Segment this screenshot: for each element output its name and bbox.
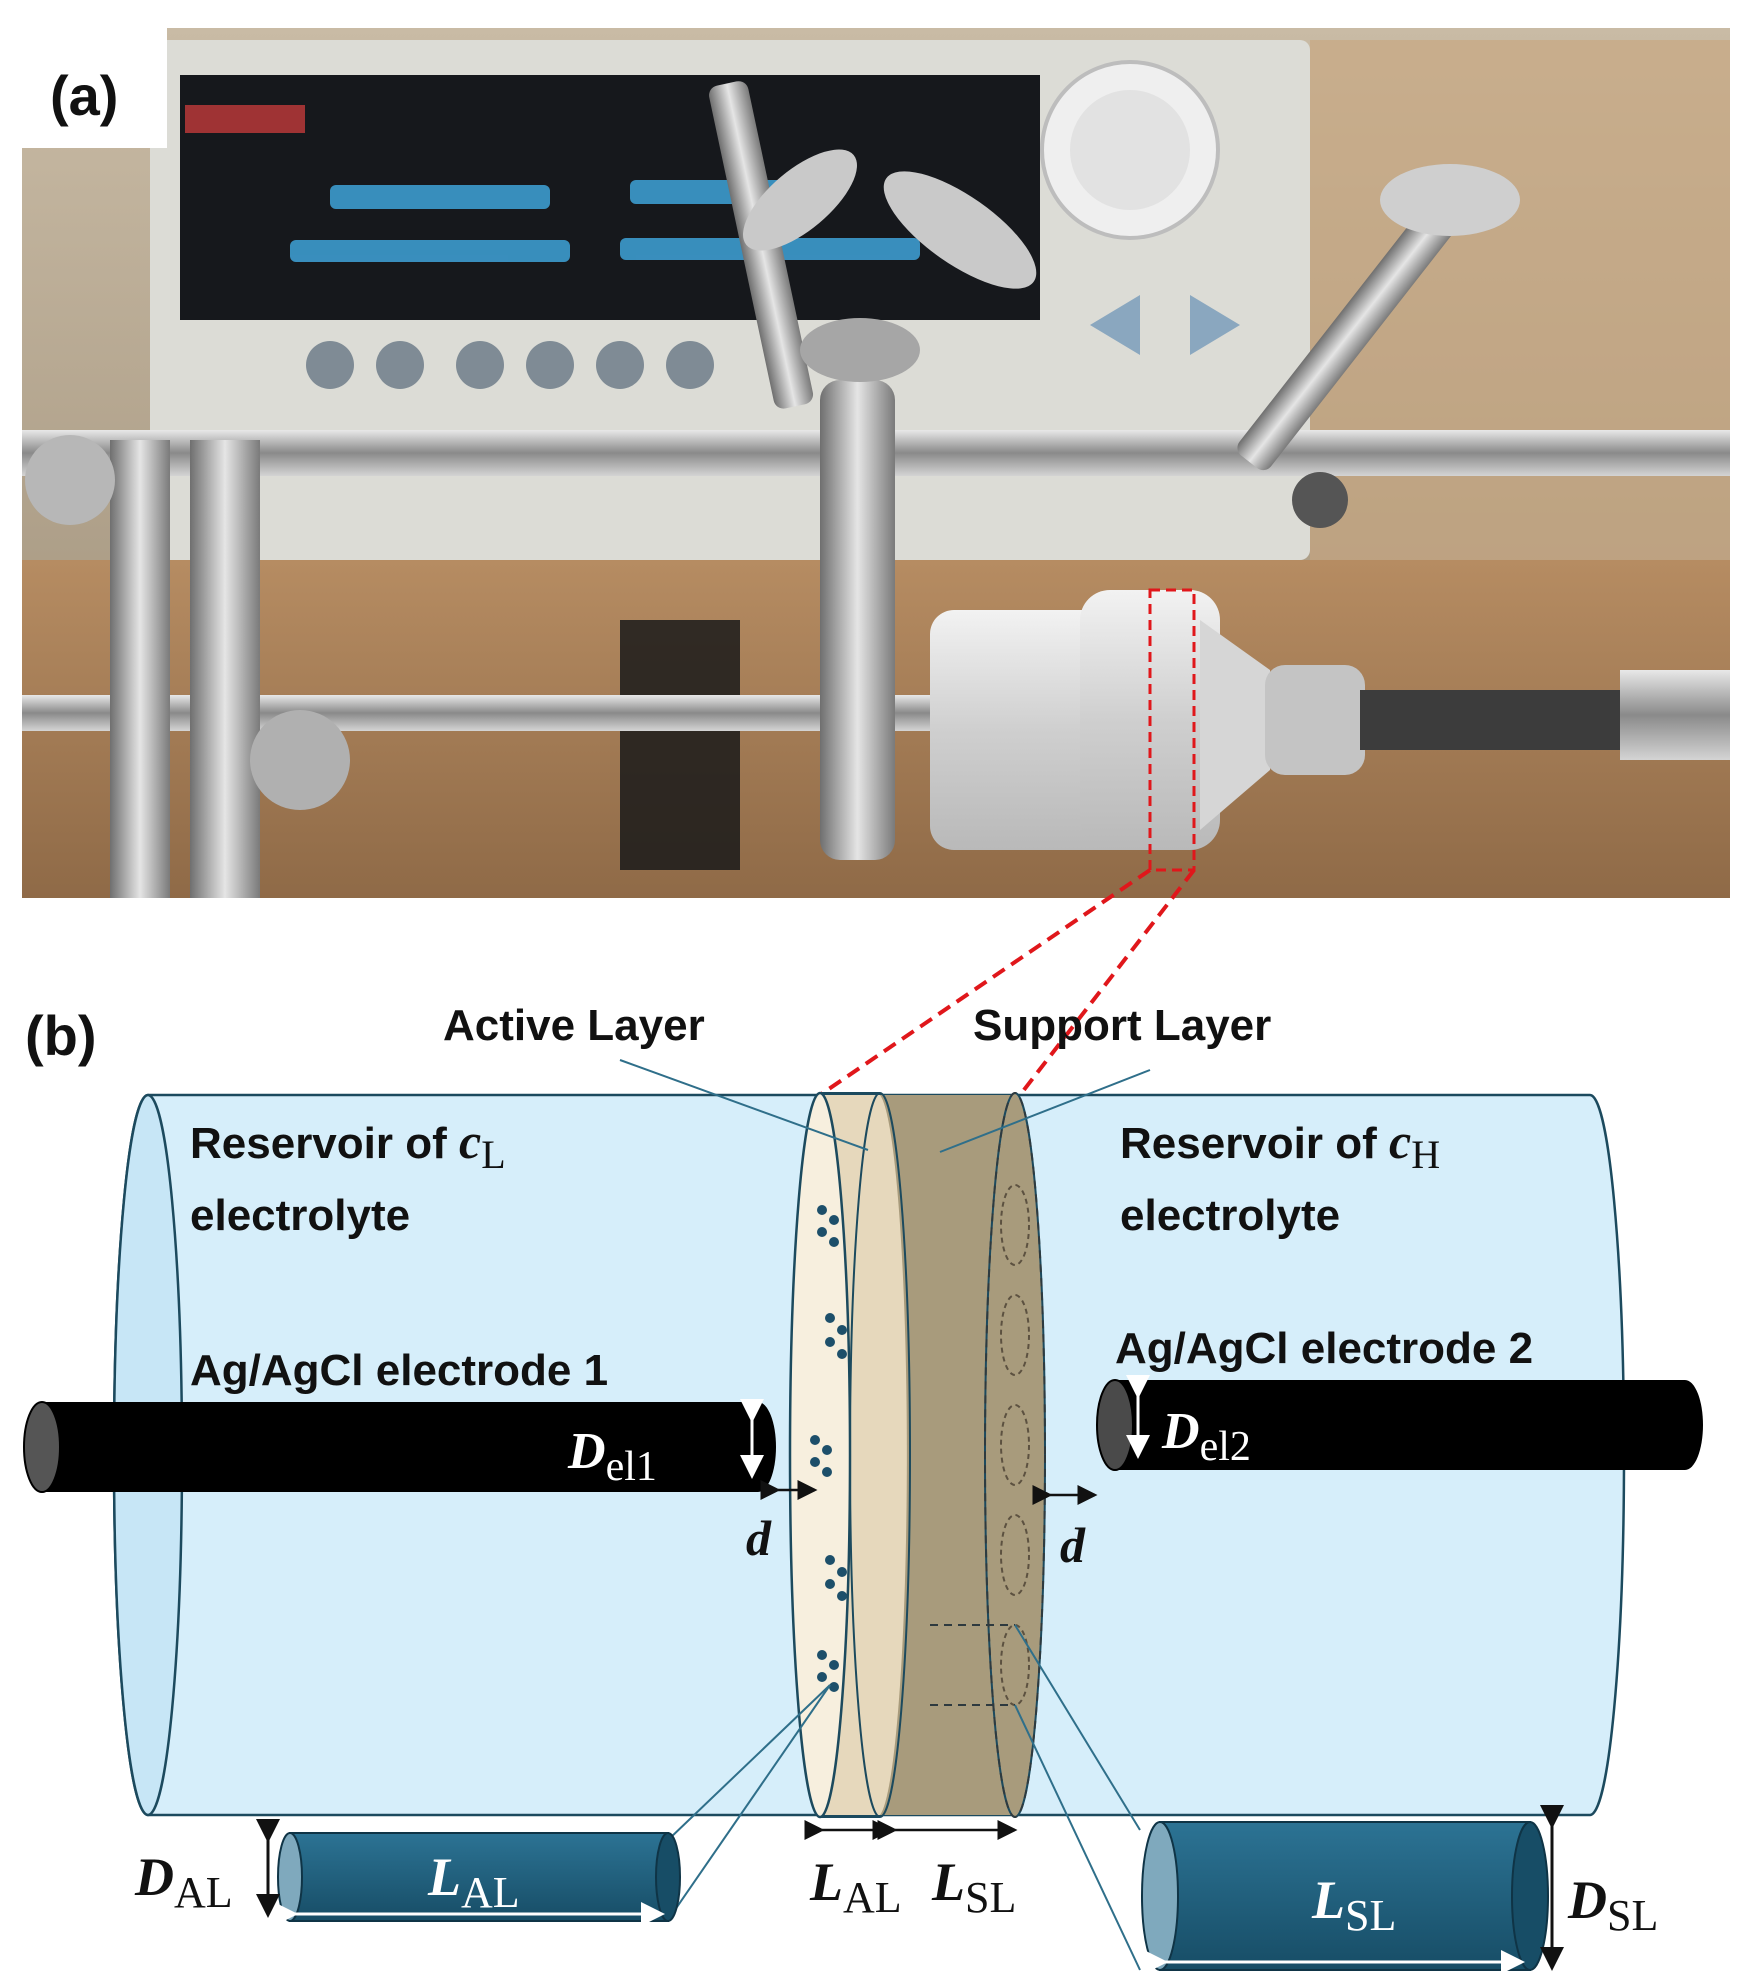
d-el1-label: Del1 bbox=[567, 1423, 657, 1490]
svg-text:Reservoir of cL: Reservoir of cL bbox=[190, 1113, 506, 1177]
panel-b-label: (b) bbox=[25, 1004, 97, 1067]
svg-text:Reservoir of cH: Reservoir of cH bbox=[1120, 1113, 1440, 1177]
gap-left-label: d bbox=[746, 1510, 772, 1566]
zoom-callout-lines bbox=[818, 868, 1196, 1097]
layer-leader-lines bbox=[619, 1059, 1151, 1153]
active-layer bbox=[788, 1091, 911, 1819]
pore-callout-lines bbox=[667, 1624, 1141, 1971]
reservoir-left-label: Reservoir of cL electrolyte bbox=[190, 1113, 506, 1240]
photo-panel: (a) bbox=[22, 28, 1730, 898]
pore-al-length-label: LAL bbox=[427, 1847, 520, 1917]
active-layer-label: Active Layer bbox=[443, 1001, 705, 1050]
electrode-1-label: Ag/AgCl electrode 1 bbox=[190, 1346, 608, 1395]
pore-sl-length-label: LSL bbox=[1311, 1870, 1396, 1940]
pore-al-diam-label: DAL bbox=[134, 1847, 233, 1917]
zoom-region-box bbox=[1148, 588, 1196, 872]
support-layer-label: Support Layer bbox=[973, 1001, 1271, 1050]
active-layer-face bbox=[788, 1091, 852, 1819]
gap-right-label: d bbox=[1060, 1517, 1086, 1573]
support-layer-pore-tube bbox=[1141, 1805, 1564, 1974]
active-layer-pore-tube bbox=[256, 1819, 681, 1926]
l-sl-mid-label: LSL bbox=[931, 1852, 1016, 1922]
svg-text:electrolyte: electrolyte bbox=[1120, 1191, 1340, 1240]
support-layer bbox=[880, 1092, 1046, 1818]
electrode-1 bbox=[23, 1399, 776, 1493]
svg-text:electrolyte: electrolyte bbox=[190, 1191, 410, 1240]
l-al-mid-label: LAL bbox=[809, 1852, 902, 1922]
electrode-2-label: Ag/AgCl electrode 2 bbox=[1115, 1324, 1533, 1373]
d-el2-label: Del2 bbox=[1161, 1403, 1251, 1470]
active-layer-pores bbox=[810, 1205, 847, 1692]
pore-sl-diam-label: DSL bbox=[1567, 1870, 1658, 1940]
panel-a-label: (a) bbox=[50, 64, 118, 127]
electrode-2 bbox=[1096, 1375, 1703, 1471]
reservoir-right-label: Reservoir of cH electrolyte bbox=[1120, 1113, 1440, 1240]
